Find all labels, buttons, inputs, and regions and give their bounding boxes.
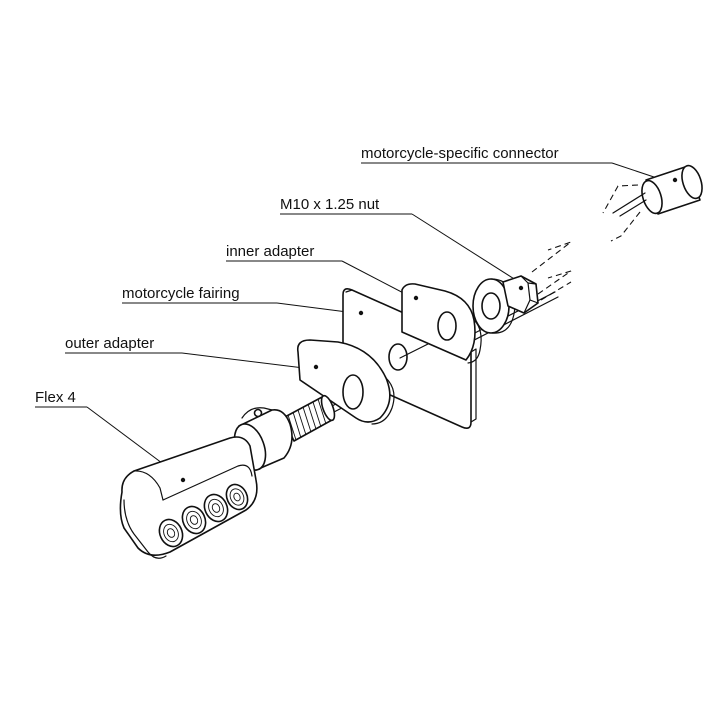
motorcycle-connector [602,164,703,242]
leader-outer-adapter-angle [181,352,313,370]
inner-adapter [401,283,482,364]
fairing-screw-hole [358,310,364,316]
leader-nut-angle [411,213,520,283]
led-lens-4 [225,483,249,511]
label-flex4: Flex 4 [35,389,76,406]
label-fairing: motorcycle fairing [122,285,240,302]
label-nut: M10 x 1.25 nut [280,196,380,213]
nut-marker [518,285,524,291]
flex4-body-marker [180,477,186,483]
inner-adapter-screw-hole [413,295,419,301]
label-connector: motorcycle-specific connector [361,145,559,162]
leader-fairing-angle [276,302,356,314]
outer-adapter [296,339,395,425]
collar-screw [253,408,263,418]
led-lens-3 [203,493,229,523]
led-lens-1 [158,518,184,548]
m10-nut [502,275,539,314]
led-lens-2 [181,505,207,535]
connector-marker [672,177,678,183]
label-group: motorcycle-specific connector M10 x 1.25… [35,145,673,479]
flex4-body [119,436,258,559]
outer-adapter-screw-hole [313,364,319,370]
label-inner-adapter: inner adapter [226,243,314,260]
cable-dashed-end [531,241,572,301]
label-outer-adapter: outer adapter [65,335,154,352]
